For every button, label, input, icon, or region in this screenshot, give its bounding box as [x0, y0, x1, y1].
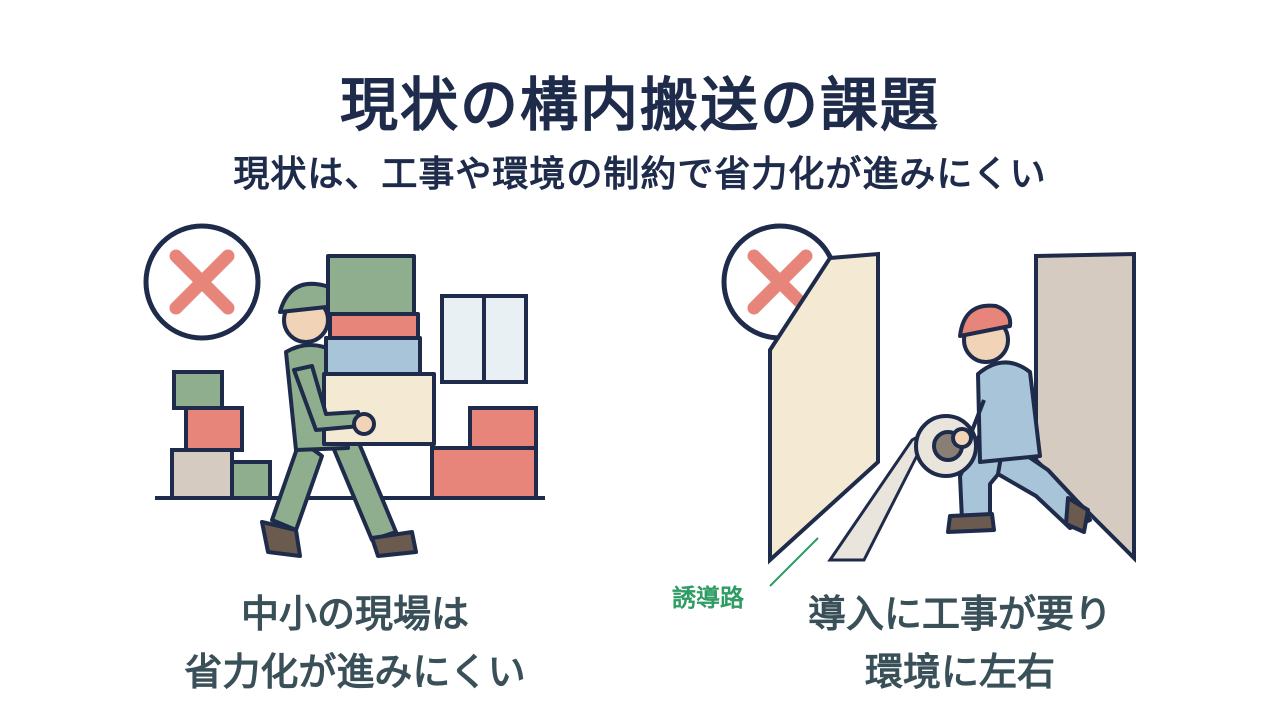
- window: [440, 294, 528, 384]
- right-caption-line1: 導入に工事が要り: [807, 592, 1112, 636]
- stacked-boxes-left: [170, 370, 272, 500]
- worker-laying-tape: [914, 303, 1092, 534]
- left-caption: 中小の現場は 省力化が進みにくい: [120, 585, 590, 701]
- page-subtitle: 現状は、工事や環境の制約で省力化が進みにくい: [233, 154, 1047, 195]
- left-caption-line2: 省力化が進みにくい: [184, 650, 526, 694]
- guide-path-label: 誘導路: [672, 584, 744, 612]
- page-title: 現状の構内搬送の課題: [339, 71, 940, 139]
- right-caption: 導入に工事が要り 環境に左右: [760, 585, 1160, 701]
- left-caption-line1: 中小の現場は: [240, 592, 469, 636]
- worker-carrying-boxes: [260, 254, 436, 558]
- left-wall: [768, 251, 880, 565]
- callout-pointer: [769, 537, 819, 587]
- right-caption-line2: 環境に左右: [864, 650, 1055, 694]
- stacked-boxes-right: [430, 406, 538, 500]
- left-cross-icon: [143, 223, 261, 341]
